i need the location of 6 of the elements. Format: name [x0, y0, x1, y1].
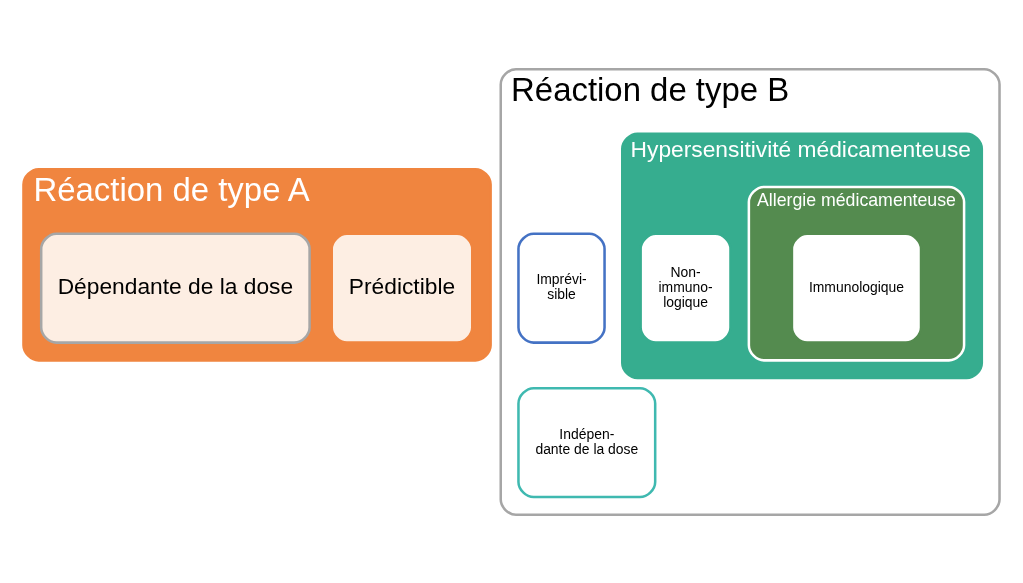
node-box: Indépen- dante de la dose [517, 386, 657, 498]
node-box: Immunologique [790, 232, 923, 344]
node-box: Non- immuno- logique [639, 232, 732, 344]
node-box: Imprévi- sible [517, 232, 606, 344]
node-box: Dépendante de la dose [39, 232, 311, 344]
node-box: Prédictible [330, 232, 474, 344]
